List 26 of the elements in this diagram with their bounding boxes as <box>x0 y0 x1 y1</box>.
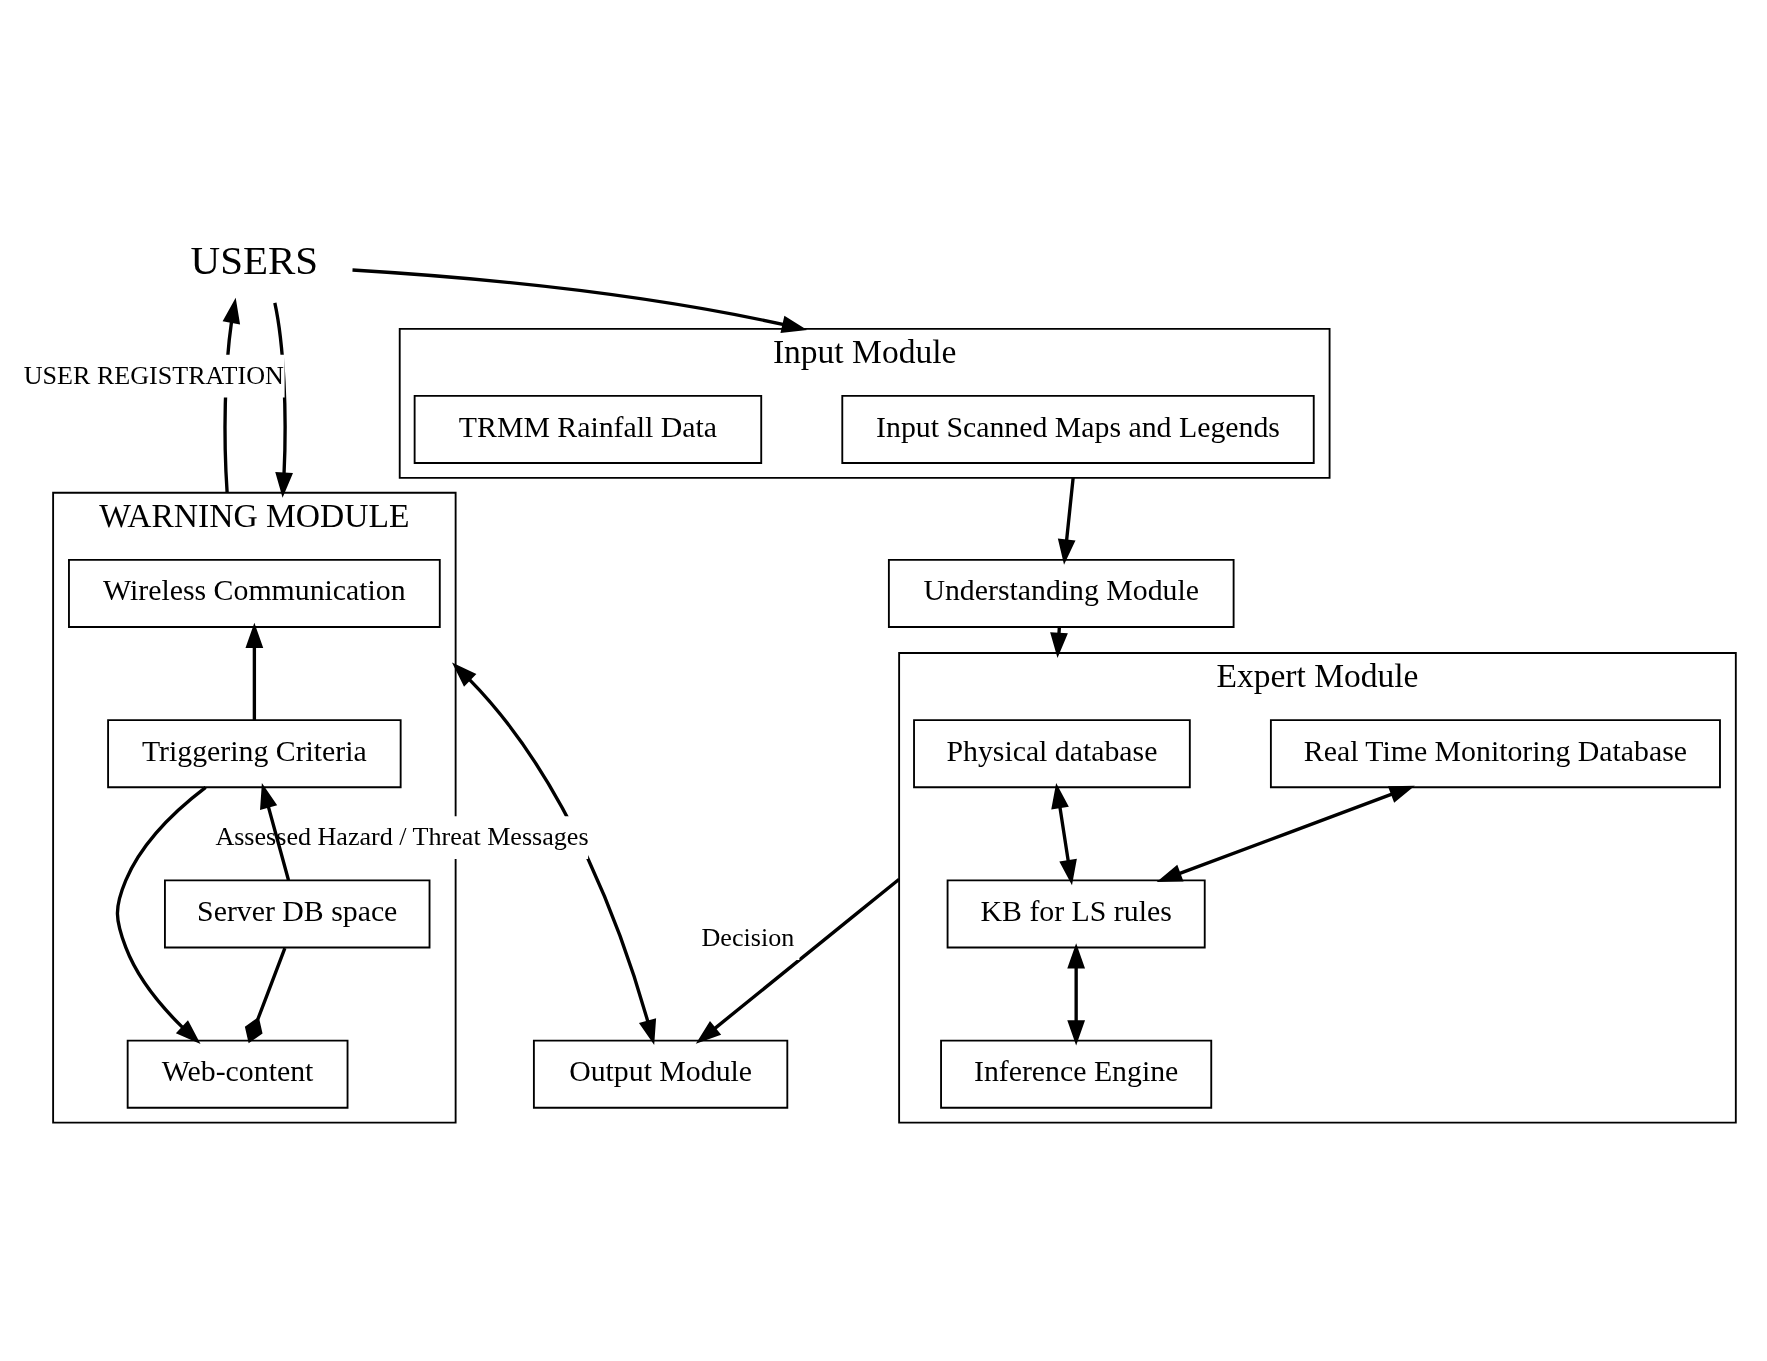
node-box: Real Time Monitoring Database <box>1269 718 1721 788</box>
connector <box>244 947 287 1043</box>
node-box: KB for LS rules <box>946 878 1206 948</box>
arrow <box>352 267 808 333</box>
node-box: Understanding Module <box>887 558 1235 628</box>
node-box: Web-content <box>126 1039 349 1109</box>
arrow <box>452 662 657 1045</box>
edge-label: USER REGISTRATION <box>23 360 284 390</box>
arrow <box>260 782 291 881</box>
arrow <box>115 785 207 1044</box>
node-box: Output Module <box>532 1039 789 1109</box>
arrow <box>273 302 293 498</box>
node-box: Inference Engine <box>940 1039 1213 1109</box>
node-box: Server DB space <box>164 878 431 948</box>
arrow <box>1051 782 1077 885</box>
arrow <box>245 622 264 720</box>
arrow <box>1067 942 1086 1046</box>
arrow <box>1057 477 1076 565</box>
node-text: USERS <box>190 236 319 283</box>
node-box: Wireless Communication <box>68 558 441 628</box>
node-box: Input Scanned Maps and Legends <box>841 394 1315 464</box>
arrow <box>1156 785 1415 882</box>
node-box: Triggering Criteria <box>107 718 402 788</box>
edge-label: Decision <box>701 922 795 952</box>
node-box: TRMM Rainfall Data <box>413 394 763 464</box>
node-box: Physical database <box>913 718 1191 788</box>
